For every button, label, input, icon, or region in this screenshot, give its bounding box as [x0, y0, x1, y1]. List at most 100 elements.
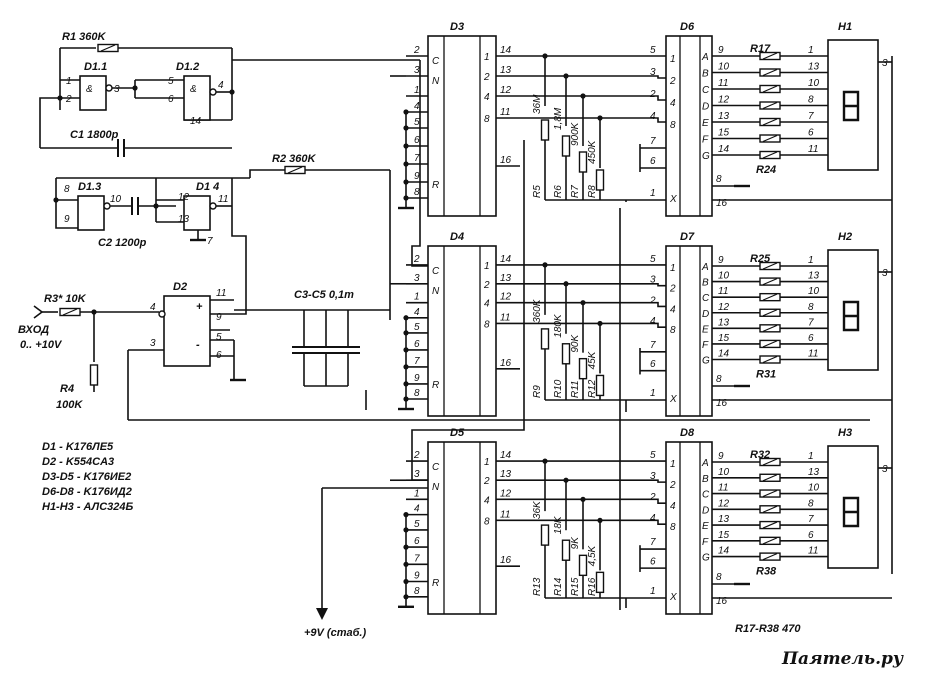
pin-label: 13	[808, 467, 820, 478]
pin-label: 13	[718, 514, 730, 525]
counter-D5	[427, 441, 497, 615]
pin-label: 13	[808, 62, 820, 73]
wire	[411, 140, 525, 481]
wire	[33, 305, 44, 319]
junction-dot	[53, 197, 59, 203]
wire	[520, 117, 666, 123]
divider-value: 360K	[532, 298, 543, 323]
resistor-hatch	[762, 340, 778, 348]
r3-label: R3* 10K	[44, 293, 87, 305]
pin-label: 7	[650, 537, 656, 548]
resistor-hatch	[762, 52, 778, 60]
pin-label: 4	[650, 513, 656, 524]
input-label: ВХОД	[18, 324, 49, 336]
gate-d1-3	[77, 195, 105, 231]
pin-label: R	[432, 578, 439, 589]
junction-dot	[580, 93, 586, 99]
divider-name: R11	[570, 380, 581, 398]
pin-label: 7	[650, 340, 656, 351]
counter-name: D3	[450, 21, 464, 33]
divider-resistor	[561, 343, 571, 365]
pin-label: 13	[178, 214, 190, 225]
divider-name: R9	[532, 385, 543, 398]
pin-label: 1	[66, 76, 72, 87]
pin-label: 13	[718, 317, 730, 328]
pin-label: 4	[670, 304, 676, 315]
decoder-D8	[665, 441, 713, 615]
divider-value: 450K	[587, 139, 598, 164]
pin-label: 11	[718, 483, 728, 494]
pin-label: X	[669, 394, 677, 405]
divider-resistor	[595, 169, 605, 191]
pin-label: 11	[500, 509, 510, 520]
pin-label: 8	[670, 325, 676, 336]
pin-label: A	[701, 52, 709, 63]
pin-label: 11	[808, 349, 818, 360]
pin-label: 7	[414, 553, 420, 564]
legend: D1 - K176ЛЕ5 D2 - K554CA3 D3-D5 - K176ИЕ…	[42, 441, 133, 513]
divider-name: R5	[532, 185, 543, 198]
inverter-bubble	[209, 202, 217, 210]
resistor-hatch	[100, 44, 116, 52]
pin-label: E	[702, 118, 709, 129]
pin-label: N	[432, 482, 440, 493]
gate-symbol: &	[190, 84, 197, 95]
r2-label: R2 360K	[272, 153, 316, 165]
counter-name: D5	[450, 427, 465, 439]
wire	[520, 282, 666, 287]
wire	[520, 498, 666, 504]
junction-dot	[597, 517, 603, 523]
divider-resistor	[578, 151, 588, 173]
counter-D3	[427, 35, 497, 217]
pin-label: 3	[414, 65, 420, 76]
pin-label: 6	[414, 536, 420, 547]
divider-name: R6	[553, 185, 564, 198]
pin-label: 7	[808, 111, 814, 122]
seven-segment-digit	[842, 90, 860, 122]
divider-value: 90K	[570, 334, 581, 353]
junction-dot	[229, 89, 235, 95]
pin-label: 8	[670, 522, 676, 533]
pin-label: 4	[484, 92, 490, 103]
pin-label: 4	[414, 101, 420, 112]
counter-name: D4	[450, 231, 464, 243]
pin-label: 5	[414, 322, 420, 333]
pin-label: 15	[718, 530, 730, 541]
junction-dot	[403, 330, 409, 336]
inverter-bubble	[209, 88, 217, 96]
pin-label: 4	[484, 495, 490, 506]
pin-label: F	[702, 537, 709, 548]
pin-label: 14	[500, 254, 512, 265]
pin-label: 8	[670, 120, 676, 131]
resistor-hatch	[762, 505, 778, 513]
pin-label: 4	[650, 111, 656, 122]
pin-label: 5	[414, 519, 420, 530]
pin-label: 3	[414, 273, 420, 284]
wire	[55, 178, 78, 229]
seg-resistor-value: R17-R38 470	[735, 623, 801, 635]
pin-label: 12	[718, 95, 730, 106]
divider-resistor	[540, 524, 550, 546]
pin-label: 15	[718, 333, 730, 344]
pin-label: 12	[178, 192, 190, 203]
wires	[33, 47, 893, 614]
pin-label: 7	[650, 136, 656, 147]
pin-label: 10	[718, 62, 730, 73]
resistor-hatch	[762, 521, 778, 529]
wire	[520, 479, 666, 483]
r4-label: R4	[60, 383, 74, 395]
segment-resistor-last: R31	[756, 369, 776, 381]
d14-label: D1 4	[196, 181, 219, 193]
legend-line: D6-D8 - K176ИД2	[42, 486, 132, 498]
display-name: H3	[838, 427, 852, 439]
wire	[411, 60, 428, 267]
pin-label: 4	[414, 504, 420, 515]
pin-label: 10	[718, 467, 730, 478]
pin-label: 3	[414, 469, 420, 480]
pin-label: G	[702, 553, 710, 564]
junction-dot	[403, 578, 409, 585]
divider-name: R8	[587, 185, 598, 198]
pin-label: 4	[150, 302, 156, 313]
resistor-hatch	[762, 324, 778, 332]
